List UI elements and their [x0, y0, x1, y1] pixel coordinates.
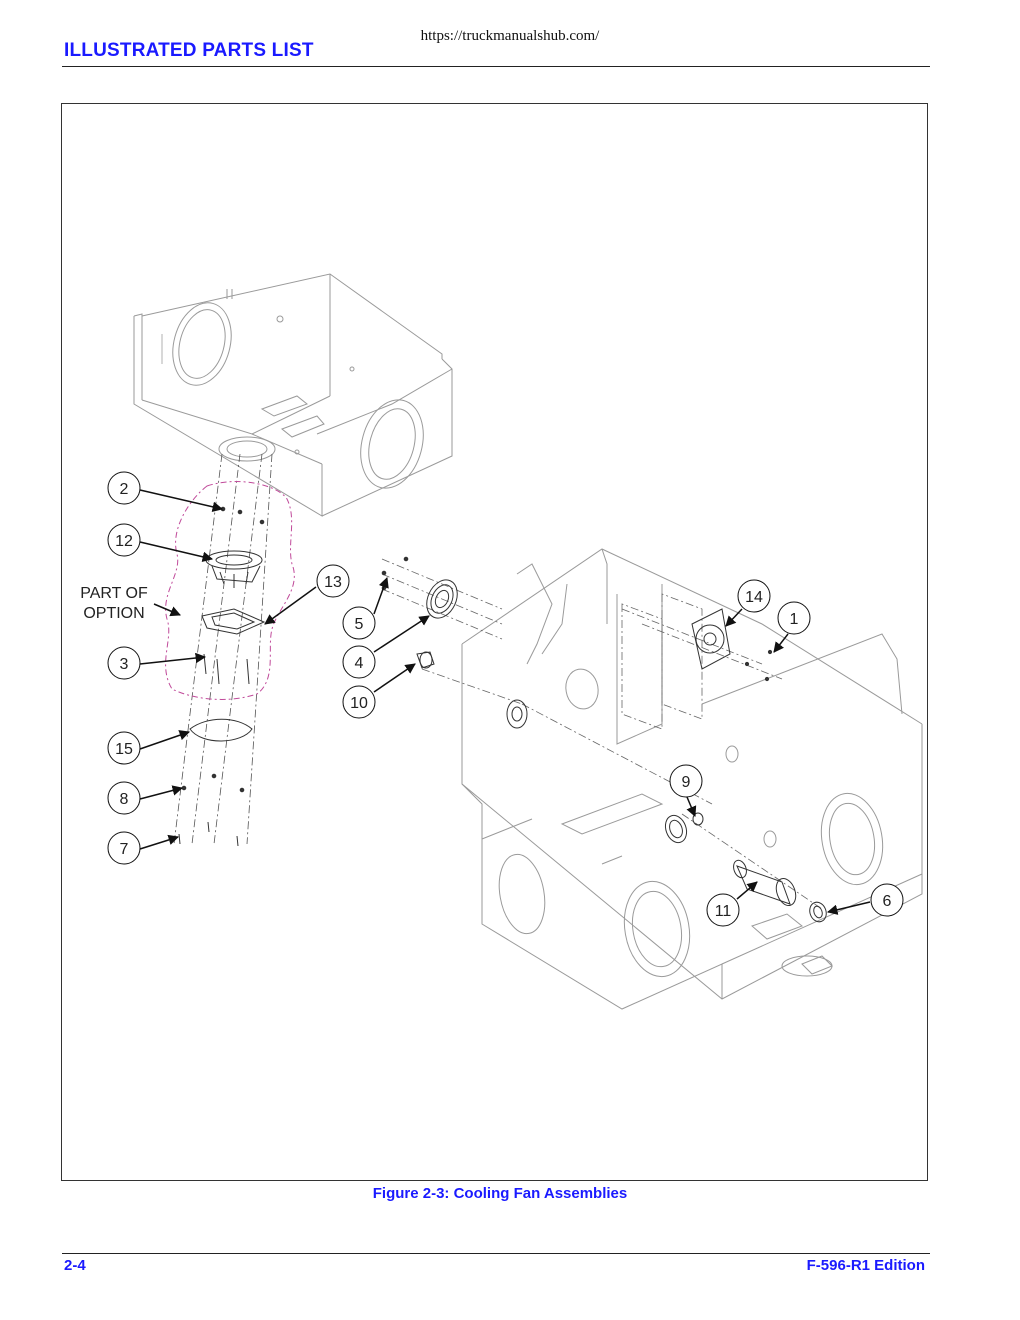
chassis-parts: [381, 556, 827, 923]
svg-text:6: 6: [883, 893, 892, 910]
svg-text:5: 5: [355, 616, 364, 633]
svg-text:12: 12: [115, 533, 133, 550]
figure-caption: Figure 2-3: Cooling Fan Assemblies: [372, 1185, 628, 1202]
svg-text:10: 10: [350, 695, 368, 712]
callouts: 2 12 13 3 15 8: [107, 471, 904, 927]
leader-arrows: [139, 489, 871, 915]
upper-housing-drawing: [133, 273, 453, 517]
section-title: ILLUSTRATED PARTS LIST: [64, 40, 314, 61]
callout-2: 2: [107, 471, 141, 505]
exploded-parts-diagram: 2 12 13 3 15 8: [80, 273, 923, 1010]
svg-text:3: 3: [120, 656, 129, 673]
footer-rule: [62, 1253, 930, 1254]
callout-13: 13: [316, 564, 350, 598]
upper-assembly-parts: [178, 506, 266, 847]
svg-text:7: 7: [120, 841, 129, 858]
svg-text:2: 2: [120, 481, 129, 498]
svg-text:11: 11: [715, 903, 732, 920]
callout-1: 1: [777, 601, 811, 635]
callout-7: 7: [107, 831, 141, 865]
callout-8: 8: [107, 781, 141, 815]
svg-text:4: 4: [355, 655, 364, 672]
svg-text:14: 14: [745, 589, 763, 606]
callout-14: 14: [737, 579, 771, 613]
chassis-drawing: [461, 548, 923, 1010]
svg-text:1: 1: [790, 611, 799, 628]
callout-12: 12: [107, 523, 141, 557]
svg-text:15: 15: [115, 741, 133, 758]
callout-11: 11: [706, 893, 740, 927]
header-rule: [62, 66, 930, 67]
svg-text:PART OF: PART OF: [80, 585, 148, 602]
svg-text:13: 13: [324, 574, 342, 591]
svg-text:8: 8: [120, 791, 129, 808]
callout-9: 9: [669, 764, 703, 798]
option-note: PART OF OPTION: [80, 585, 148, 622]
edition-label: F-596-R1 Edition: [806, 1257, 925, 1274]
callout-6: 6: [870, 883, 904, 917]
callout-3: 3: [107, 646, 141, 680]
upper-assembly-centerlines: [173, 453, 273, 845]
option-outline: [165, 481, 295, 700]
svg-text:OPTION: OPTION: [83, 605, 144, 622]
callout-10: 10: [342, 685, 376, 719]
svg-text:9: 9: [682, 774, 691, 791]
figure-frame: 2 12 13 3 15 8: [61, 103, 928, 1181]
callout-15: 15: [107, 731, 141, 765]
callout-4: 4: [342, 645, 376, 679]
callout-5: 5: [342, 606, 376, 640]
source-url[interactable]: https://truckmanualshub.com/: [420, 28, 600, 44]
page-number: 2-4: [64, 1257, 86, 1274]
